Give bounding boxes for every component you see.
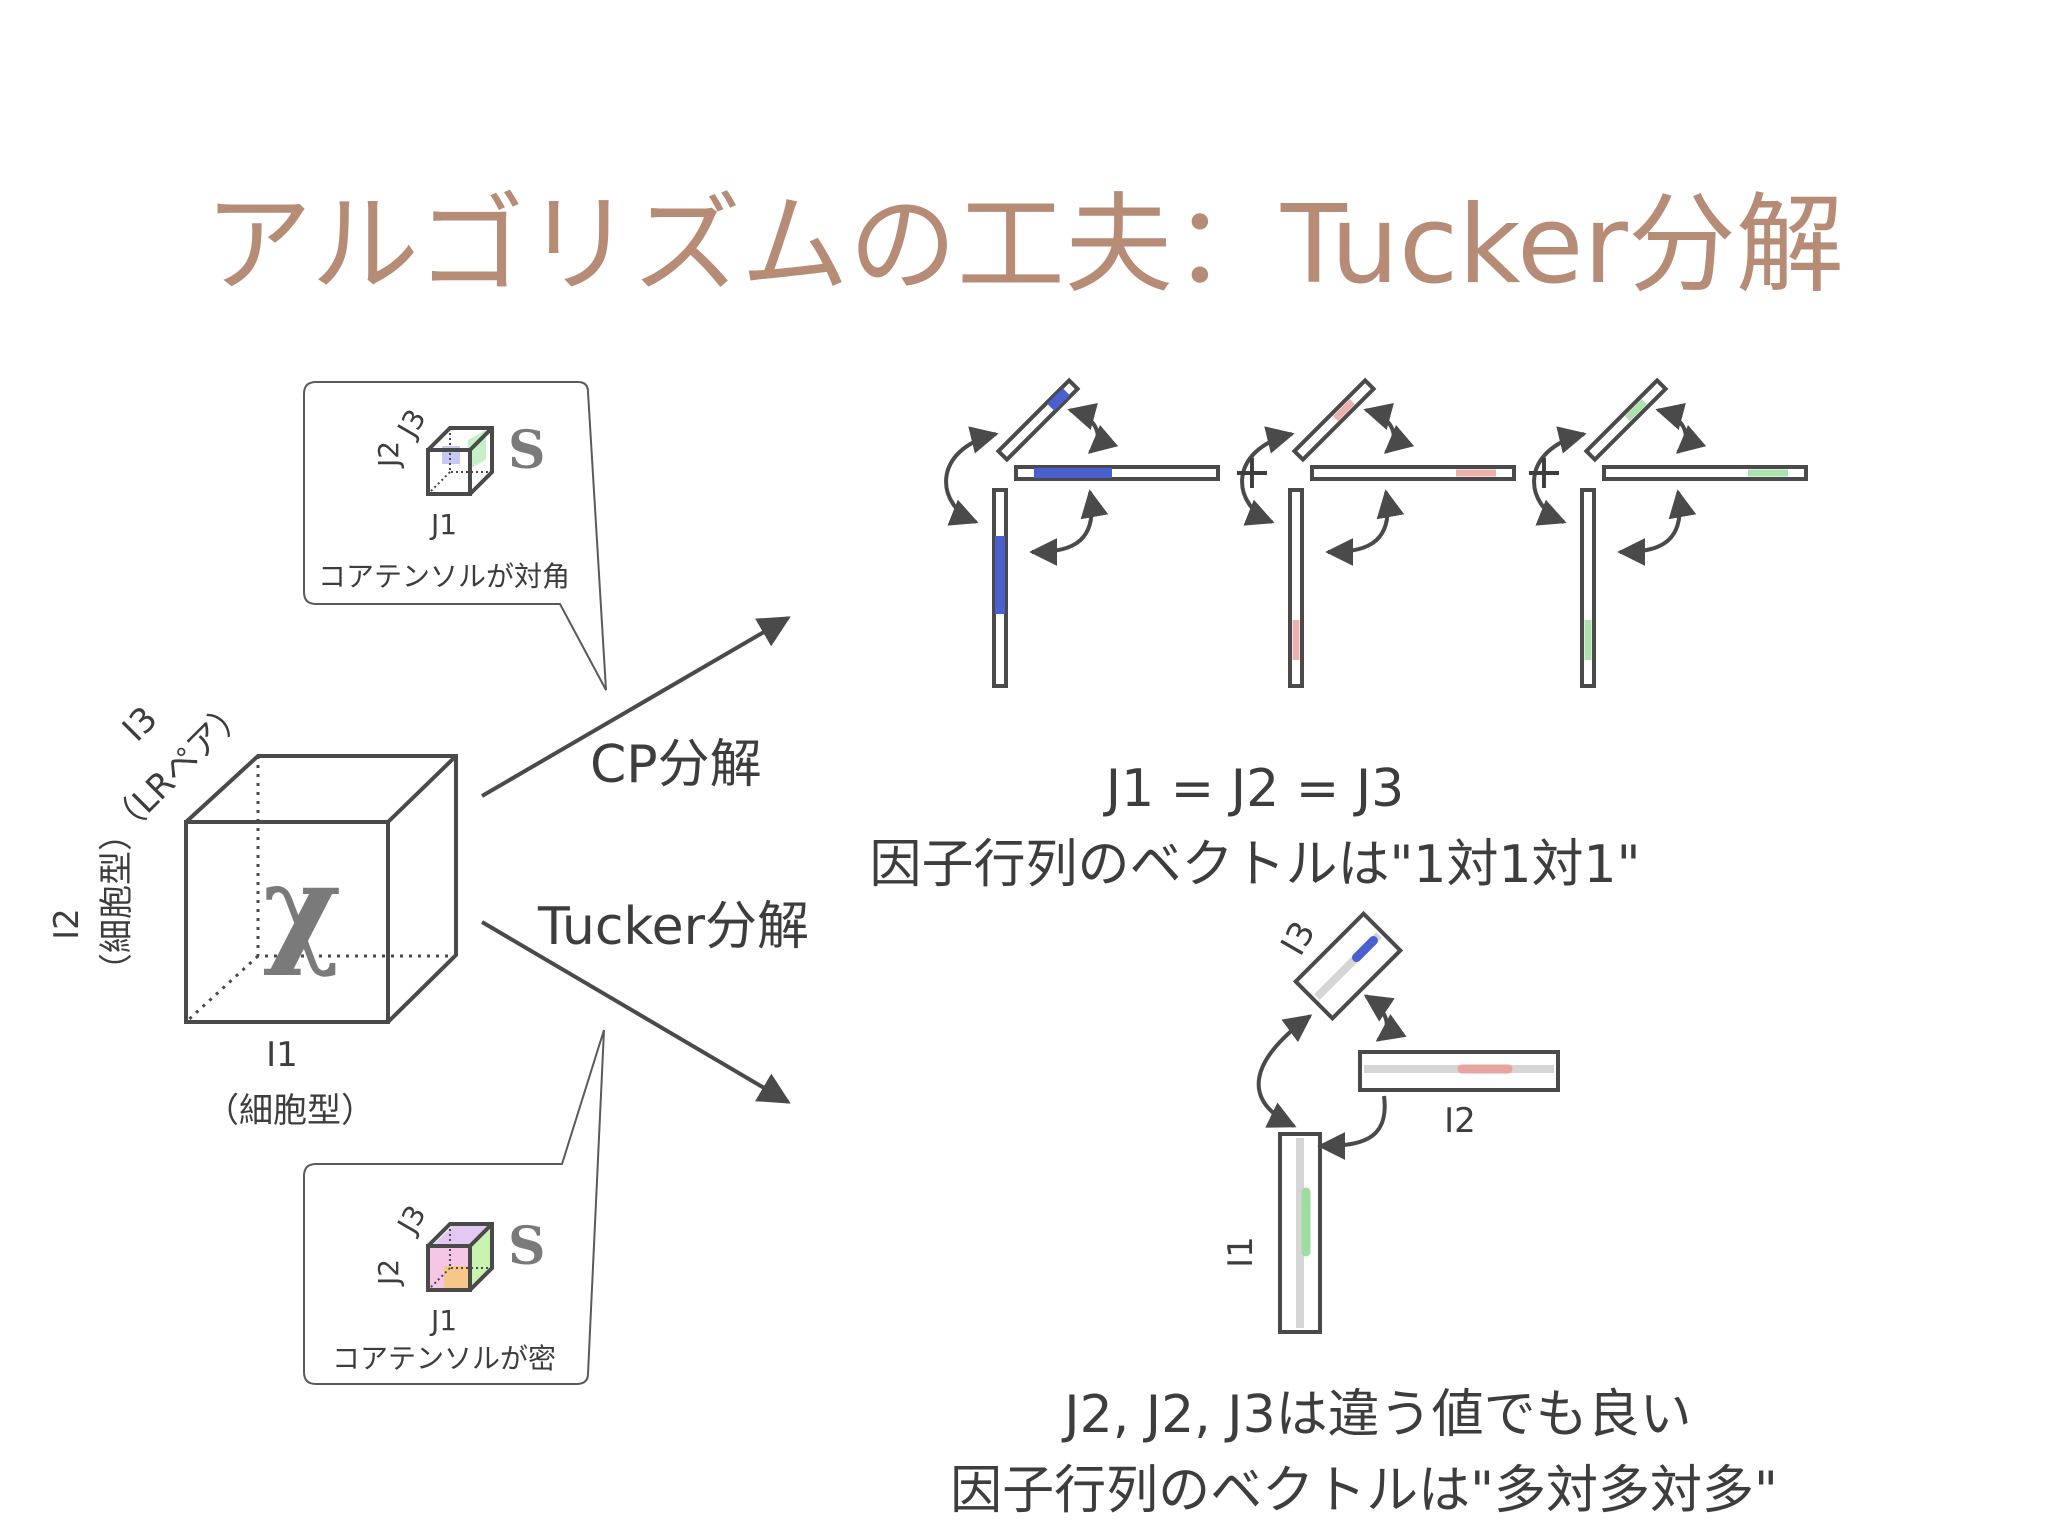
tucker-arrow — [480, 920, 791, 1104]
tucker-factor-i2 — [1358, 1050, 1560, 1092]
axis-i1-note: （細胞型） — [205, 1091, 375, 1131]
cp-arrow-i3-i2 — [1067, 402, 1119, 454]
tucker-core-symbol: S — [508, 1216, 546, 1277]
tucker-core-cube — [426, 1222, 494, 1292]
cp-arrow-i3-i2 — [1363, 402, 1415, 454]
cp-arrow-i2-i1 — [1617, 489, 1697, 566]
cp-core-callout — [303, 381, 607, 691]
tucker-core-j1: J1 — [429, 1304, 457, 1337]
cp-vector-i3-highlight — [1047, 388, 1070, 411]
tucker-arrow-label: Tucker分解 — [537, 897, 809, 957]
cp-arrow-i3-i2 — [1655, 402, 1707, 454]
axis-i3-label: I3 — [115, 699, 166, 750]
cp-core-cube — [426, 426, 494, 496]
cp-core-j2: J2 — [372, 441, 405, 469]
tucker-interaction-arrows — [1256, 994, 1407, 1160]
plus-sign: + — [1232, 444, 1272, 500]
tensor-cube — [184, 754, 458, 1024]
cp-arrow-i3-i1 — [1240, 426, 1295, 526]
tensor-symbol: χ — [263, 838, 342, 979]
cp-text-line2: 因子行列のベクトルは"1対1対1" — [869, 835, 1640, 895]
cp-text-line1: J1 = J2 = J3 — [1103, 759, 1405, 819]
cp-vector-i3-highlight — [1332, 399, 1355, 422]
axis-i1-label: I1 — [266, 1035, 298, 1075]
cp-core-symbol: S — [508, 420, 546, 481]
cp-core-caption: コアテンソルが対角 — [318, 560, 570, 593]
tucker-factor-i1 — [1278, 1132, 1322, 1334]
cp-vector-i3 — [1291, 377, 1377, 463]
cp-arrow-i2-i1 — [1325, 489, 1405, 566]
tucker-text-line1: J2, J2, J3は違う値でも良い — [1061, 1385, 1691, 1445]
axis-i2-note: （細胞型） — [97, 817, 137, 987]
tucker-core-caption: コアテンソルが密 — [332, 1342, 556, 1375]
cp-core-j1: J1 — [429, 508, 457, 541]
cp-vector-i3-highlight — [1624, 399, 1647, 422]
cp-arrow — [480, 616, 791, 798]
cp-vector-i3-body — [1291, 377, 1377, 463]
tucker-text-line2: 因子行列のベクトルは"多対多対多" — [950, 1461, 1778, 1521]
cp-vector-i3 — [1583, 377, 1669, 463]
cp-arrow-i3-i1 — [944, 426, 999, 526]
plus-sign: + — [1524, 444, 1564, 500]
cp-arrow-label: CP分解 — [590, 735, 762, 795]
cp-arrow-i2-i1 — [1029, 489, 1109, 566]
cp-vector-i3 — [995, 377, 1081, 463]
tucker-label-i2: I2 — [1444, 1101, 1476, 1141]
cp-vector-i3-body — [1583, 377, 1669, 463]
tucker-core-callout — [303, 1029, 605, 1385]
tucker-core-j2: J2 — [372, 1259, 405, 1287]
page-title: アルゴリズムの工夫：Tucker分解 — [204, 183, 1844, 308]
tucker-factor-i3 — [1292, 910, 1404, 1022]
tucker-label-i3: I3 — [1273, 915, 1323, 962]
cp-arrow-i3-i1 — [1532, 426, 1587, 526]
tucker-label-i1: I1 — [1221, 1236, 1261, 1268]
axis-i2-label: I2 — [47, 908, 87, 940]
cp-components: ++ — [944, 377, 1808, 688]
